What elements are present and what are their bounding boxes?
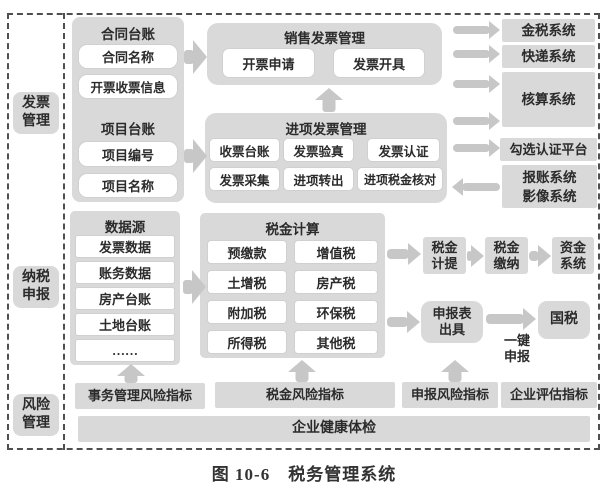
tax-accrual-line1: 税金 [431,239,458,255]
arrow-sales-to-golden-tax [453,21,500,39]
contract-ledger-header: 合同台账 [101,27,155,42]
arrow-taxcalc-to-declaration [387,311,420,333]
fund-system-line2: 系统 [559,255,586,271]
arrow-payment-to-fund [529,245,551,267]
tax-payment-line2: 缴纳 [493,255,520,271]
figure-caption: 图 10-6 税务管理系统 [0,460,608,485]
arrow-reimburse-to-input [452,178,500,196]
enterprise-assess-indicator-box: 企业评估指标 [501,382,597,408]
check-certification-platform-box: 勾选认证平台 [500,138,597,161]
sidebar-invoice-line1: 发票 [22,96,50,111]
one-click-declare-label: 一键 申报 [496,333,538,365]
fund-system-box: 资金 系统 [552,237,594,274]
environment-tax-box: 环保税 [294,300,378,324]
affair-risk-indicator-box: 事务管理风险指标 [75,383,205,409]
arrow-sales-to-express [453,45,500,63]
sidebar-invoice-line2: 管理 [22,114,50,129]
arrow-datasource-to-taxcalc [183,270,206,304]
reimburse-line2: 影像系统 [522,188,577,204]
sidebar-risk-line2: 管理 [22,416,50,431]
invoice-certification-box: 发票认证 [367,138,440,162]
property-ledger-box: 房产台账 [75,287,175,310]
enterprise-health-check-bar: 企业健康体检 [78,416,590,442]
tax-payment-line1: 税金 [493,239,520,255]
input-invoice-title: 进项发票管理 [285,122,367,137]
receipt-ledger-box: 收票台账 [209,138,280,162]
invoice-issuance-box: 发票开具 [333,48,425,78]
accounting-data-box: 账务数据 [75,261,175,284]
national-tax-box: 国税 [538,301,590,339]
data-source-container: 数据源 发票数据 账务数据 房产台账 土地台账 …… [70,211,180,365]
invoicing-request-box: 开票申请 [222,48,315,78]
invoice-data-box: 发票数据 [75,235,175,258]
declaration-line2: 出具 [438,322,465,337]
figure-number: 图 10-6 [211,465,271,484]
project-name-box: 项目名称 [78,173,178,198]
input-transfer-out-box: 进项转出 [283,167,354,191]
invoice-receipt-info-box: 开票收票信息 [78,74,178,99]
arrow-accrual-to-payment [467,245,484,267]
tax-calculation-title: 税金计算 [265,222,320,237]
fund-system-line1: 资金 [559,239,586,255]
national-tax-label: 国税 [550,312,578,327]
property-tax-box: 房产税 [294,270,378,294]
sidebar-tax-line1: 纳税 [22,270,50,285]
tax-accrual-line2: 计提 [431,255,458,271]
arrow-input-to-accounting [453,112,500,130]
accounting-system-box: 核算系统 [502,72,595,127]
ellipsis-box: …… [75,339,175,362]
income-tax-box: 所得税 [207,330,287,354]
arrow-contract-to-sales [184,40,207,74]
sidebar-risk-line1: 风险 [22,398,50,413]
invoice-collection-box: 发票采集 [209,167,280,191]
arrow-tax-risk-up [288,360,316,382]
arrow-sales-to-accounting [453,75,500,93]
surtax-box: 附加税 [207,300,287,324]
vat-box: 增值税 [294,240,378,264]
land-vat-box: 土增税 [207,270,287,294]
tax-risk-indicator-box: 税金风险指标 [215,382,395,408]
project-ledger-header: 项目台账 [101,122,155,137]
tax-payment-box: 税金 缴纳 [485,237,528,274]
sidebar-label-invoice-management: 发票 管理 [13,92,59,134]
one-click-line1: 一键 [503,333,530,348]
figure-title: 税务管理系统 [288,465,397,484]
invoice-verification-box: 发票验真 [283,138,354,162]
sidebar-divider-line [63,13,65,450]
one-click-line2: 申报 [503,349,530,364]
arrow-project-to-input [184,139,207,173]
golden-tax-system-box: 金税系统 [502,19,595,42]
project-number-box: 项目编号 [78,141,178,167]
input-invoice-container: 进项发票管理 收票台账 发票验真 发票认证 发票采集 进项转出 进项税金核对 [205,113,447,203]
declaration-line1: 申报表 [432,306,472,321]
sidebar-label-tax-declaration: 纳税 申报 [13,266,59,308]
data-source-header: 数据源 [104,220,146,235]
input-tax-check-box: 进项税金核对 [357,167,443,191]
land-ledger-box: 土地台账 [75,313,175,336]
reimbursement-imaging-system-box: 报账系统 影像系统 [502,165,597,208]
express-system-box: 快递系统 [502,45,595,68]
sidebar-label-risk-management: 风险 管理 [13,394,59,436]
sidebar-tax-line2: 申报 [22,288,50,303]
arrow-declaration-to-national [486,308,536,330]
prepayment-box: 预缴款 [207,240,287,264]
contract-name-box: 合同名称 [78,44,178,69]
tax-calculation-container: 税金计算 预缴款 土增税 附加税 所得税 增值税 房产税 环保税 其他税 [200,213,385,358]
tax-accrual-box: 税金 计提 [423,237,466,274]
arrow-declare-risk-up [441,360,469,382]
reimburse-line1: 报账系统 [522,169,577,185]
arrow-input-to-sales-up [314,88,344,112]
declaration-form-box: 申报表 出具 [421,301,483,343]
arrow-affair-risk-up [117,364,145,383]
sales-invoice-title: 销售发票管理 [284,31,365,46]
declare-risk-indicator-box: 申报风险指标 [402,382,498,408]
ledger-group-container: 合同台账 合同名称 开票收票信息 项目台账 项目编号 项目名称 [72,17,184,202]
diagram-border [7,13,600,450]
sales-invoice-container: 销售发票管理 开票申请 发票开具 [207,23,442,85]
arrow-input-to-check-platform [453,139,500,157]
other-tax-box: 其他税 [294,330,378,354]
arrow-taxcalc-to-accrual [387,243,421,265]
